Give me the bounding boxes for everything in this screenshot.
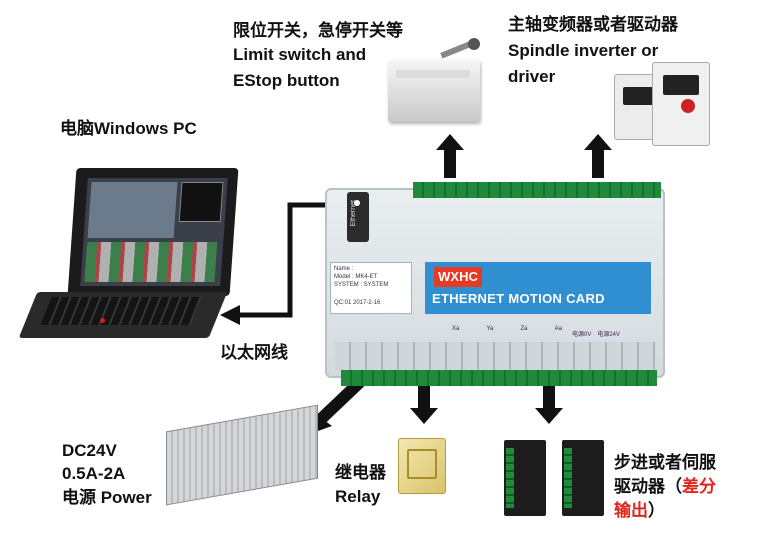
info-name: Name : — [334, 266, 354, 272]
relay-image — [398, 438, 446, 494]
trackpoint — [100, 318, 105, 323]
axis-label-row: Xa Ya Za Aa — [452, 326, 562, 332]
spindle-label-en1: Spindle inverter or — [508, 41, 659, 60]
axis-label-y: Ya — [486, 326, 494, 332]
power-0v-label: 电源0V — [570, 328, 594, 339]
driver-label-2b: 差分 — [682, 477, 716, 496]
rj45-led — [354, 200, 360, 206]
psu-label-1: DC24V — [62, 441, 117, 460]
power-label-row: 电源0V 电源24V — [570, 328, 623, 339]
limit-label-en1: Limit switch and — [233, 45, 367, 64]
board-info-card: Name : Model : MK4-ET SYSTEM : SYSTEM QC… — [330, 262, 412, 314]
connector-block — [335, 342, 655, 370]
arrow-up-limit — [436, 134, 464, 178]
limit-label-en2: EStop button — [233, 71, 340, 90]
relay-label-cn: 继电器 — [335, 463, 386, 482]
relay-label-en: Relay — [335, 487, 381, 506]
driver-label-2a: 驱动器（ — [614, 477, 682, 496]
axis-label-z: Za — [520, 326, 528, 332]
bottom-terminal-row — [341, 370, 657, 386]
ethernet-port — [347, 192, 369, 242]
info-model: Model : MK4-ET — [334, 274, 378, 280]
stepper-driver-2 — [562, 440, 604, 516]
stepper-driver-1 — [504, 440, 546, 516]
axis-label-x: Xa — [452, 326, 460, 332]
driver-label-3: 输出） — [614, 500, 665, 521]
power-24v-label: 电源24V — [595, 328, 623, 339]
limit-switch-image — [388, 38, 480, 122]
info-system: SYSTEM : SYSTEM — [334, 282, 389, 288]
pc-label: 电脑Windows PC — [60, 119, 197, 138]
driver-label-3b: ） — [648, 501, 665, 520]
axis-label-a: Aa — [554, 326, 562, 332]
top-terminal-row — [413, 182, 661, 198]
info-qc: QC:01 2017-2-16 — [334, 300, 381, 306]
spindle-label-cn: 主轴变频器或者驱动器 — [508, 15, 678, 34]
arrow-down-driver — [535, 384, 563, 424]
laptop-display — [80, 178, 228, 286]
spindle-label-en2: driver — [508, 67, 556, 86]
limit-label-cn: 限位开关，急停开关等 — [233, 21, 403, 40]
psu-label-2: 0.5A-2A — [62, 464, 126, 483]
driver-label-2: 驱动器（差分 — [614, 476, 716, 497]
arrow-up-spindle — [584, 134, 612, 178]
network-label: 以太网线 — [220, 343, 288, 362]
arrow-down-relay — [410, 384, 438, 424]
spindle-inverter-large — [652, 62, 710, 146]
ethernet-cable — [220, 195, 362, 325]
board-title: ETHERNET MOTION CARD — [432, 291, 605, 306]
psu-label-3: 电源 Power — [62, 488, 152, 507]
driver-label-3a: 输出 — [614, 501, 648, 520]
driver-label-1: 步进或者伺服 — [614, 453, 716, 472]
laptop-keyboard — [40, 297, 202, 325]
board-logo: WXHC — [434, 267, 482, 287]
